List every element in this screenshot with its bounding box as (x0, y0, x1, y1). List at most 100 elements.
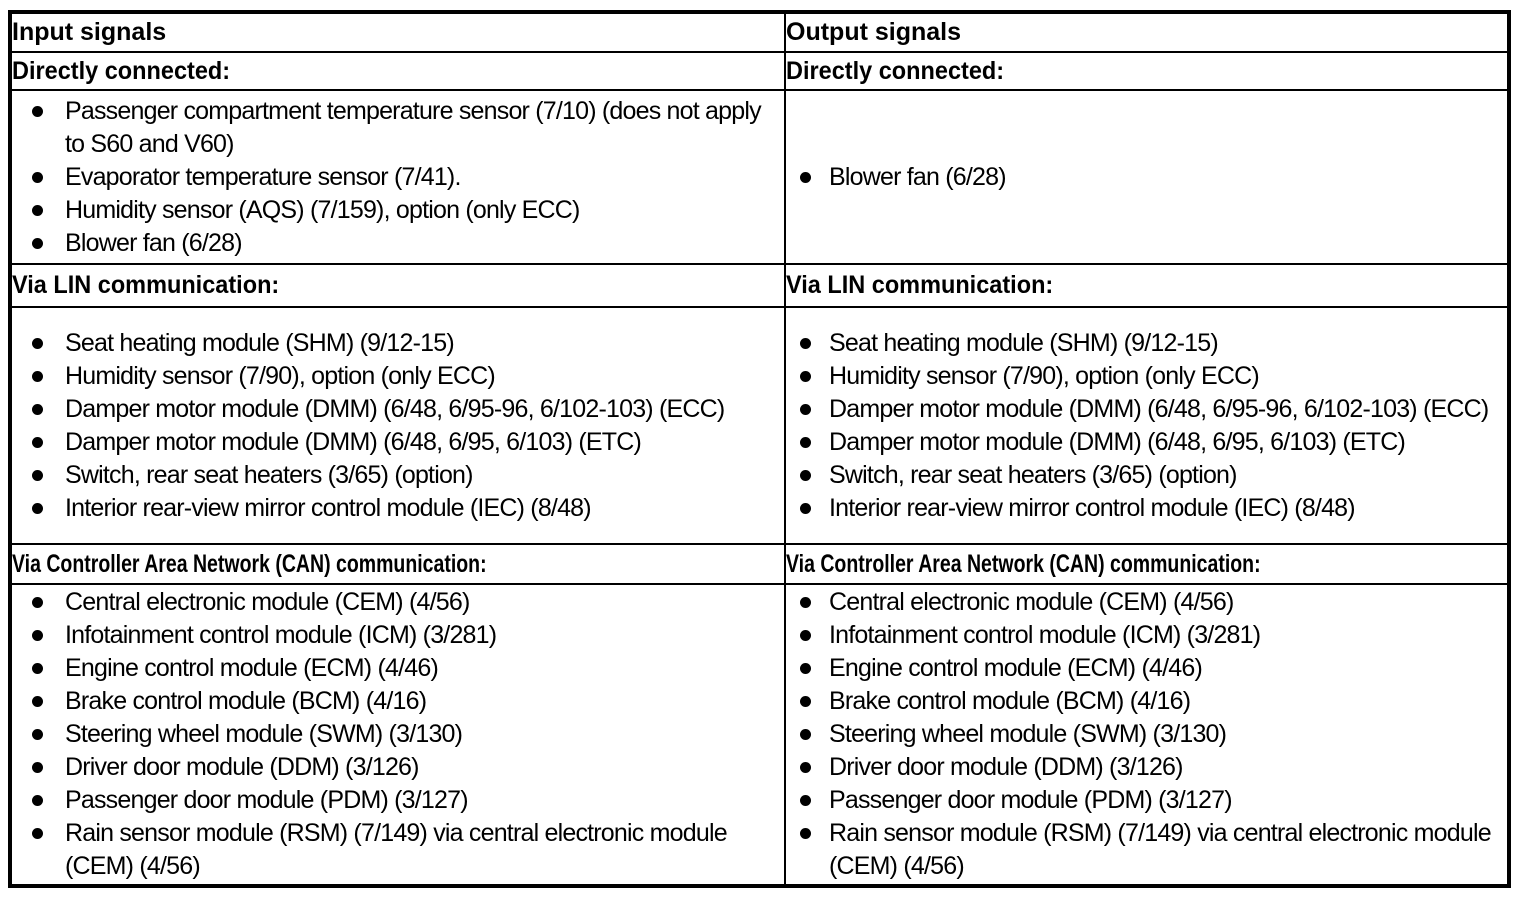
list-item: Brake control module (BCM) (4/16) (32, 685, 783, 718)
section-row-directly-connected: Directly connected: Directly connected: (9, 51, 1510, 91)
list-row-can: Central electronic module (CEM) (4/56)In… (9, 583, 1510, 887)
bullet-icon (800, 171, 811, 183)
section-row-can: Via Controller Area Network (CAN) commun… (9, 543, 1510, 585)
bullet-icon (800, 729, 811, 740)
list-item: Blower fan (6/28) (800, 161, 1507, 194)
list-item: Interior rear-view mirror control module… (32, 492, 783, 525)
list-item: Damper motor module (DMM) (6/48, 6/95, 6… (800, 426, 1507, 459)
signal-list: Seat heating module (SHM) (9/12-15) Humid… (12, 327, 783, 525)
bullet-icon (800, 630, 811, 641)
bullet-icon (32, 502, 43, 514)
bullet-icon (32, 237, 43, 249)
bullet-icon (800, 762, 811, 773)
can-output-cell: Central electronic module (CEM) (4/56) In… (784, 583, 1510, 887)
list-item: Damper motor module (DMM) (6/48, 6/95-96… (800, 393, 1507, 426)
signal-list: Central electronic module (CEM) (4/56) In… (787, 586, 1507, 883)
list-item-text: Seat heating module (SHM) (9/12-15) (829, 328, 1219, 357)
column-header-output-signals: Output signals (784, 11, 1510, 53)
list-item: Engine control module (ECM) (4/46) (32, 652, 783, 685)
bullet-icon (800, 370, 811, 382)
bullet-icon (32, 630, 43, 641)
section-title-text: Via Controller Area Network (CAN) commun… (12, 549, 487, 578)
list-item: Driver door module (DDM) (3/126) (800, 751, 1507, 784)
section-title-can-output: Via Controller Area Network (CAN) commun… (784, 543, 1510, 585)
list-item-text: Blower fan (6/28) (829, 162, 1007, 191)
bullet-icon (800, 337, 811, 349)
section-title-text: Via LIN communication: (786, 271, 1054, 299)
list-item-text: Interior rear-view mirror control module… (65, 493, 592, 522)
bullet-icon (800, 795, 811, 806)
bullet-icon (32, 204, 43, 216)
list-item: Rain sensor module (RSM) (7/149) via cen… (800, 817, 1507, 883)
bullet-icon (800, 663, 811, 674)
section-title-lin-output: Via LIN communication: (784, 263, 1510, 308)
list-item-text: Central electronic module (CEM) (4/56) (829, 588, 1234, 616)
list-item: Humidity sensor (7/90), option (only ECC… (32, 360, 783, 393)
list-item-text: Switch, rear seat heaters (3/65) (option… (65, 460, 473, 489)
list-item-text: Humidity sensor (7/90), option (only ECC… (829, 361, 1260, 390)
bullet-icon (32, 762, 43, 773)
list-item: Damper motor module (DMM) (6/48, 6/95-96… (32, 393, 783, 426)
list-item-text: Engine control module (ECM) (4/46) (829, 654, 1203, 682)
list-item: Passenger door module (PDM) (3/127) (32, 784, 783, 817)
list-item-text: Steering wheel module (SWM) (3/130) (829, 720, 1227, 748)
list-item-text: Damper motor module (DMM) (6/48, 6/95-96… (829, 394, 1489, 423)
list-item: Seat heating module (SHM) (9/12-15) (32, 327, 783, 360)
bullet-icon (32, 795, 43, 806)
list-item: Steering wheel module (SWM) (3/130) (32, 718, 783, 751)
list-item-text: Damper motor module (DMM) (6/48, 6/95-96… (65, 394, 725, 423)
list-item-text: Infotainment control module (ICM) (3/281… (65, 621, 497, 649)
bullet-icon (800, 469, 811, 481)
lin-input-cell: Seat heating module (SHM) (9/12-15) Humid… (9, 306, 786, 545)
list-item: Engine control module (ECM) (4/46) (800, 652, 1507, 685)
list-item: Passenger door module (PDM) (3/127) (800, 784, 1507, 817)
bullet-icon (32, 597, 43, 608)
lin-output-cell: Seat heating module (SHM) (9/12-15) Humid… (784, 306, 1510, 545)
list-item-text: Damper motor module (DMM) (6/48, 6/95, 6… (829, 427, 1406, 456)
can-input-cell: Central electronic module (CEM) (4/56)In… (9, 583, 786, 887)
list-item-text: Interior rear-view mirror control module… (829, 493, 1356, 522)
section-title-lin-input: Via LIN communication: (9, 263, 786, 308)
column-header-input-label: Input signals (12, 18, 167, 46)
bullet-icon (800, 436, 811, 448)
list-item-text: Seat heating module (SHM) (9/12-15) (65, 328, 455, 357)
list-item-text: Evaporator temperature sensor (7/41). (65, 162, 461, 191)
list-item-text: Brake control module (BCM) (4/16) (65, 687, 427, 715)
list-item-text: Engine control module (ECM) (4/46) (65, 654, 439, 682)
list-item: Central electronic module (CEM) (4/56) (32, 586, 783, 619)
bullet-icon (32, 337, 43, 349)
list-item-text: Rain sensor module (RSM) (7/149) via cen… (829, 819, 1492, 880)
list-item-text: Damper motor module (DMM) (6/48, 6/95, 6… (65, 427, 642, 456)
list-row-lin: Seat heating module (SHM) (9/12-15) Humid… (9, 306, 1510, 545)
bullet-icon (800, 502, 811, 514)
list-item: Evaporator temperature sensor (7/41). (32, 161, 783, 194)
bullet-icon (32, 828, 43, 839)
list-item: Blower fan (6/28) (32, 227, 783, 260)
list-item-text: Brake control module (BCM) (4/16) (829, 687, 1191, 715)
list-item-text: Switch, rear seat heaters (3/65) (option… (829, 460, 1237, 489)
list-item-text: Passenger door module (PDM) (3/127) (829, 786, 1233, 814)
list-item: Seat heating module (SHM) (9/12-15) (800, 327, 1507, 360)
bullet-icon (32, 696, 43, 707)
list-item-text: Infotainment control module (ICM) (3/281… (829, 621, 1261, 649)
section-title-text: Directly connected: (786, 56, 1005, 85)
section-title-text: Directly connected: (12, 56, 231, 85)
list-item-text: Rain sensor module (RSM) (7/149) via cen… (65, 819, 728, 880)
list-item: Humidity sensor (AQS) (7/159), option (o… (32, 194, 783, 227)
list-item-text: Humidity sensor (AQS) (7/159), option (o… (65, 195, 580, 224)
bullet-icon (32, 436, 43, 448)
section-title-text: Via Controller Area Network (CAN) commun… (786, 549, 1261, 578)
bullet-icon (32, 403, 43, 415)
list-item: Switch, rear seat heaters (3/65) (option… (32, 459, 783, 492)
signals-table: Input signals Output signals Directly co… (8, 10, 1511, 888)
list-item-text: Steering wheel module (SWM) (3/130) (65, 720, 463, 748)
bullet-icon (32, 171, 43, 183)
header-row: Input signals Output signals (9, 11, 1510, 53)
bullet-icon (800, 403, 811, 415)
bullet-icon (800, 597, 811, 608)
list-item-text: Driver door module (DDM) (3/126) (829, 753, 1183, 781)
signal-list: Seat heating module (SHM) (9/12-15) Humid… (787, 327, 1507, 525)
bullet-icon (32, 370, 43, 382)
bullet-icon (32, 729, 43, 740)
list-item: Brake control module (BCM) (4/16) (800, 685, 1507, 718)
